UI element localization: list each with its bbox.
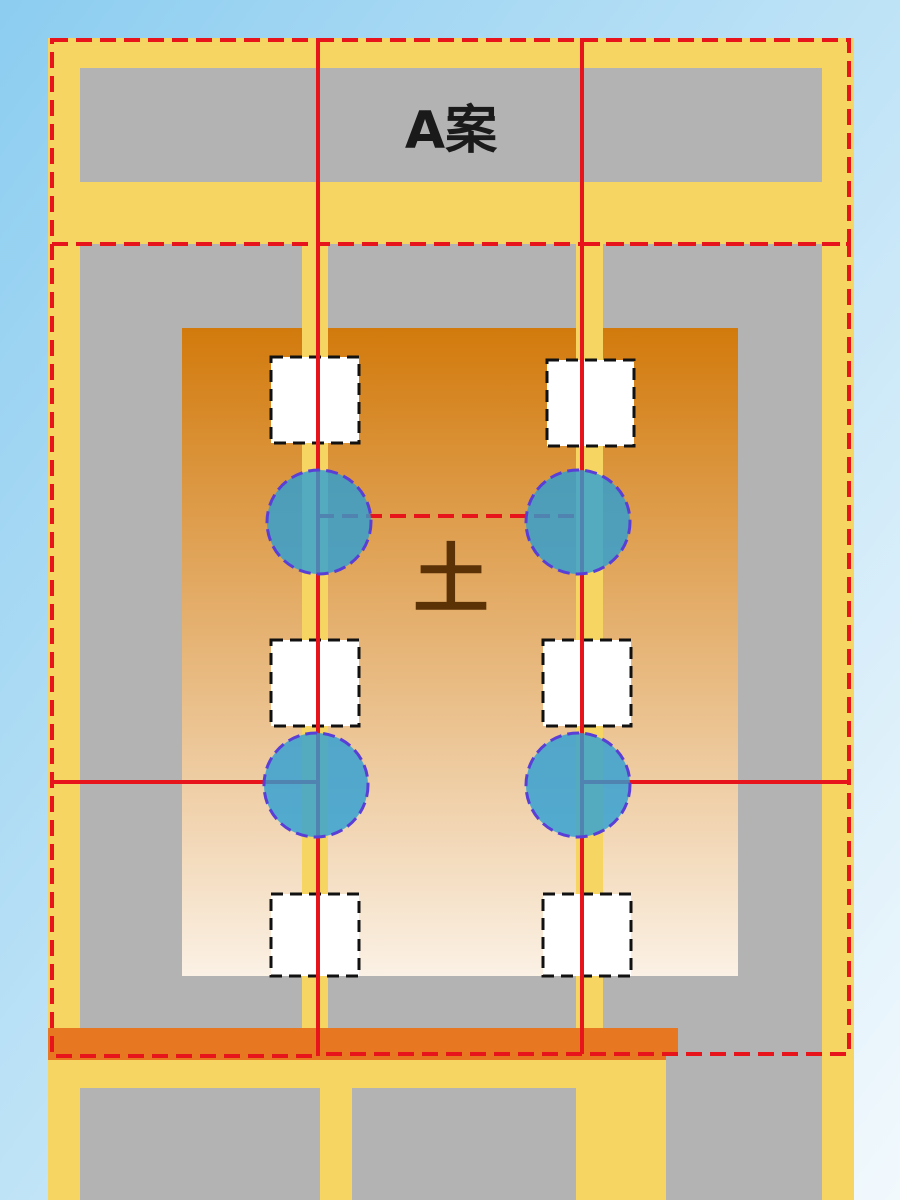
circle-marker-top-left [265,468,373,576]
markers [262,468,632,839]
opening-bottom-right [541,892,633,978]
opening-mid-left [269,638,361,728]
bottom-band [48,1060,678,1088]
bottom-panel-3 [666,1054,822,1200]
opening-mid-right [541,638,633,728]
opening-top-left [269,355,361,445]
top-panel [80,68,822,182]
opening-top-right [545,358,636,448]
circle-marker-top-right [524,468,632,576]
circle-marker-bottom-left [262,731,370,839]
openings [269,355,636,978]
boundary-right-block [318,242,851,1056]
opening-bottom-left [269,892,361,978]
circle-marker-bottom-right [524,731,632,839]
soil-label: 土 [413,535,489,624]
bottom-panel-2 [352,1088,576,1200]
bottom-panel-1 [80,1088,320,1200]
soil-area [182,328,738,976]
boundary-left-block [50,244,320,1058]
plan-label: A案 [405,101,498,161]
